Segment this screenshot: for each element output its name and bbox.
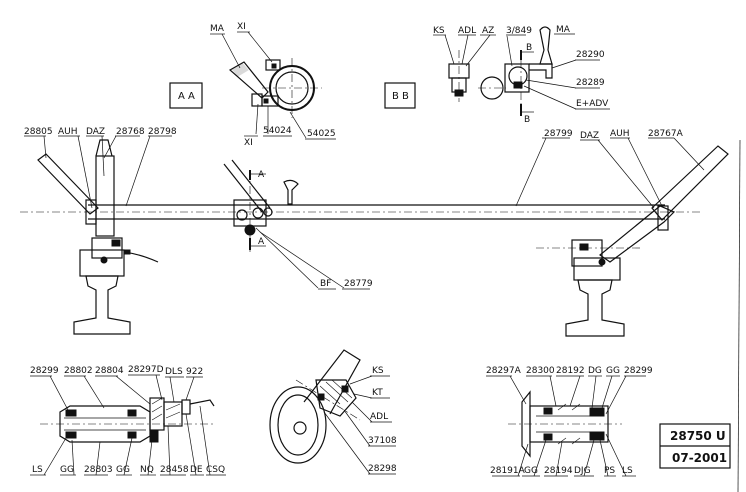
label-28804: 28804 — [95, 366, 124, 376]
view-box-aa-label: A A — [178, 91, 195, 102]
label-28290: 28290 — [576, 50, 605, 60]
label-daz-right: DAZ — [580, 131, 599, 141]
label-37108: 37108 — [368, 436, 397, 446]
label-xi-top: XI — [237, 22, 246, 32]
label-ks-m: KS — [372, 366, 384, 376]
label-auh-left: AUH — [58, 127, 78, 137]
label-28297a: 28297A — [486, 366, 522, 376]
label-28289: 28289 — [576, 78, 605, 88]
label-adl-b: ADL — [458, 26, 476, 36]
detail-a-a: A A MA XI XI 54024 54025 — [169, 22, 336, 148]
label-daz-left: DAZ — [86, 127, 105, 137]
label-b-top: B — [526, 43, 532, 53]
label-ma-b: MA — [556, 25, 571, 35]
label-28805: 28805 — [24, 127, 53, 137]
label-auh-right: AUH — [610, 129, 630, 139]
label-28779: 28779 — [344, 279, 373, 289]
label-dg: DG — [588, 366, 602, 376]
label-gg-br-2: GG — [524, 466, 538, 476]
label-54025: 54025 — [307, 129, 336, 139]
label-b-bottom: B — [524, 115, 530, 125]
label-kt: KT — [372, 388, 383, 398]
label-54024: 54024 — [263, 126, 292, 136]
label-28799: 28799 — [544, 129, 573, 139]
label-28803: 28803 — [84, 465, 113, 475]
label-28300: 28300 — [526, 366, 555, 376]
label-djg: DJG — [574, 466, 591, 476]
label-28298: 28298 — [368, 464, 397, 474]
label-922: 922 — [186, 367, 203, 377]
label-de: DE — [190, 465, 203, 475]
label-28299-br: 28299 — [624, 366, 653, 376]
label-28297d: 28297D — [128, 365, 164, 375]
label-a-bottom: A — [258, 237, 265, 247]
section-bottom-right: 28297A 28300 28192 DG GG 28299 28191A GG… — [486, 366, 653, 477]
label-nq: NQ — [140, 465, 154, 475]
label-bf: BF — [320, 279, 331, 289]
label-adl-m: ADL — [370, 412, 388, 422]
section-bottom-left: 28299 28802 28804 28297D DLS 922 LS GG 2… — [30, 365, 226, 476]
label-28191a: 28191A — [490, 466, 526, 476]
main-assembly: 28805 AUH DAZ 28768 28798 28799 DAZ AUH … — [20, 127, 729, 337]
label-28767a: 28767A — [648, 129, 684, 139]
title-number: 28750 U — [670, 429, 726, 443]
view-box-aa — [169, 82, 203, 109]
view-box-bb-label: B B — [392, 91, 409, 102]
label-28458: 28458 — [160, 465, 189, 475]
label-ls-br: LS — [622, 466, 633, 476]
label-eadv: E+ADV — [576, 99, 609, 109]
detail-b-b: B B KS — [384, 25, 610, 125]
label-28802: 28802 — [64, 366, 93, 376]
label-az: AZ — [482, 26, 494, 36]
label-a-top: A — [258, 170, 265, 180]
label-ks-b: KS — [433, 26, 445, 36]
label-28194: 28194 — [544, 466, 573, 476]
label-gg-bl-2: GG — [116, 465, 130, 475]
label-ma-a: MA — [210, 24, 225, 34]
label-xi-bottom: XI — [244, 138, 253, 148]
view-box-bb — [384, 82, 416, 109]
label-dls: DLS — [165, 367, 183, 377]
section-bottom-middle: KS KT ADL 37108 28298 — [269, 349, 397, 475]
label-28299-bl: 28299 — [30, 366, 59, 376]
label-gg-bl-1: GG — [60, 465, 74, 475]
label-ls-bl: LS — [32, 465, 43, 475]
label-3-849: 3/849 — [506, 26, 532, 36]
label-28798: 28798 — [148, 127, 177, 137]
label-28192: 28192 — [556, 366, 585, 376]
title-block: 28750 U 07-2001 — [659, 423, 731, 469]
label-csq: CSQ — [206, 465, 225, 475]
label-28768: 28768 — [116, 127, 145, 137]
title-date: 07-2001 — [672, 451, 727, 465]
label-ps: PS — [604, 466, 615, 476]
label-gg-br: GG — [606, 366, 620, 376]
